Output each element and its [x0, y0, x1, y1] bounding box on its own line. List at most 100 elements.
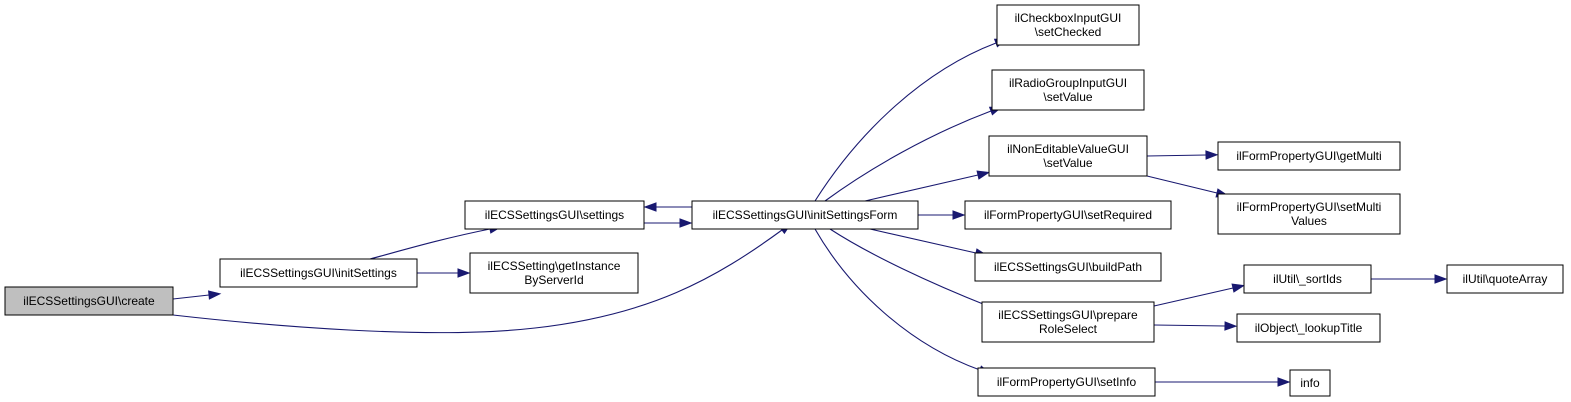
node-box — [991, 69, 1145, 111]
edge-settings-to-initSettingsForm — [644, 218, 693, 228]
node-label: ilECSSettingsGUI\create — [23, 294, 155, 308]
edge-line — [172, 229, 783, 334]
node-box — [691, 200, 919, 230]
node-label: ilECSSettingsGUI\settings — [485, 208, 624, 222]
edge-initSettingsForm-to-setChecked — [814, 38, 1008, 202]
node-label: ilECSSetting\getInstance — [488, 259, 621, 273]
node-label: ilCheckboxInputGUI — [1015, 11, 1122, 25]
edge-line — [869, 228, 977, 254]
node-box — [469, 252, 639, 294]
node-box — [1217, 193, 1401, 235]
edge-nonEditSetValue-to-setMultiValues — [1146, 175, 1230, 198]
node-build-path[interactable]: ilECSSettingsGUI\buildPath — [974, 252, 1162, 282]
node-radio-set-value[interactable]: ilRadioGroupInputGUI\setValue — [991, 69, 1145, 111]
node-box — [1217, 141, 1401, 171]
edge-arrowhead — [1224, 321, 1238, 331]
node-box — [974, 252, 1162, 282]
node-label: ilECSSettingsGUI\buildPath — [994, 260, 1142, 274]
node-create: ilECSSettingsGUI\create — [4, 286, 174, 316]
node-label: ilECSSettingsGUI\initSettingsForm — [713, 208, 898, 222]
edge-arrowhead — [1434, 274, 1448, 284]
node-label: ilNonEditableValueGUI — [1007, 142, 1129, 156]
edge-prepareRoleSelect-to-sortIds — [1153, 283, 1246, 307]
node-label: ByServerId — [524, 273, 583, 287]
edge-arrowhead — [1277, 377, 1291, 387]
node-label: ilFormPropertyGUI\setInfo — [997, 375, 1137, 389]
node-non-editable-set-value[interactable]: ilNonEditableValueGUI\setValue — [988, 135, 1148, 177]
node-label: ilFormPropertyGUI\getMulti — [1236, 149, 1381, 163]
edge-initSettingsForm-to-buildPath — [869, 228, 989, 258]
edge-line — [864, 174, 979, 202]
edge-initSettingsForm-to-nonEditSetValue — [864, 170, 991, 202]
edge-line — [824, 110, 992, 202]
node-box — [464, 200, 645, 230]
node-box — [1236, 313, 1381, 343]
node-box — [1289, 369, 1331, 397]
node-info[interactable]: info — [1289, 369, 1331, 397]
node-box — [988, 135, 1148, 177]
node-get-multi[interactable]: ilFormPropertyGUI\getMulti — [1217, 141, 1401, 171]
edge-line — [369, 228, 491, 260]
node-label: ilUtil\quoteArray — [1463, 272, 1548, 286]
edge-arrowhead — [952, 210, 966, 220]
edge-line — [172, 294, 210, 300]
edge-initSettingsForm-to-prepareRoleSelect — [829, 228, 1000, 311]
edge-initSettingsForm-to-radioSetValue — [824, 106, 1003, 202]
edge-create-to-initSettings — [172, 290, 222, 300]
node-label: ilUtil\_sortIds — [1273, 272, 1342, 286]
node-label: info — [1300, 376, 1320, 390]
edge-line — [1146, 175, 1218, 194]
node-label: \setValue — [1043, 90, 1092, 104]
node-set-required[interactable]: ilFormPropertyGUI\setRequired — [964, 200, 1172, 230]
edge-line — [814, 42, 997, 202]
node-label: ilECSSettingsGUI\prepare — [998, 308, 1138, 322]
edge-initSettingsForm-to-setRequired — [918, 210, 966, 220]
node-label: ilFormPropertyGUI\setMulti — [1237, 200, 1382, 214]
edge-nonEditSetValue-to-getMulti — [1146, 150, 1219, 160]
node-label: \setChecked — [1035, 25, 1102, 39]
node-box — [981, 301, 1155, 343]
node-lookup-title[interactable]: ilObject\_lookupTitle — [1236, 313, 1381, 343]
edge-line — [829, 228, 989, 307]
edge-arrowhead — [457, 268, 471, 278]
edge-line — [814, 228, 981, 371]
node-box — [964, 200, 1172, 230]
node-settings[interactable]: ilECSSettingsGUI\settings — [464, 200, 645, 230]
edge-arrowhead — [643, 202, 657, 212]
node-init-settings[interactable]: ilECSSettingsGUI\initSettings — [219, 258, 418, 288]
edge-prepareRoleSelect-to-lookupTitle — [1153, 321, 1238, 331]
node-init-settings-form[interactable]: ilECSSettingsGUI\initSettingsForm — [691, 200, 919, 230]
node-label: ilObject\_lookupTitle — [1255, 321, 1363, 335]
node-quote-array[interactable]: ilUtil\quoteArray — [1446, 264, 1564, 294]
edge-arrowhead — [208, 290, 222, 300]
edge-line — [1146, 154, 1207, 157]
node-label: Values — [1291, 214, 1327, 228]
node-label: ilECSSettingsGUI\initSettings — [240, 266, 397, 280]
node-box — [4, 286, 174, 316]
edge-line — [1153, 287, 1234, 307]
node-label: \setValue — [1043, 156, 1092, 170]
node-sort-ids[interactable]: ilUtil\_sortIds — [1243, 264, 1372, 294]
node-box — [996, 4, 1140, 46]
nodes-layer: ilECSSettingsGUI\create ilECSSettingsGUI\… — [4, 4, 1564, 397]
edge-initSettings-to-getInstance — [417, 268, 471, 278]
edge-arrowhead — [1231, 283, 1246, 293]
edge-sortIds-to-quoteArray — [1371, 274, 1448, 284]
node-label: ilRadioGroupInputGUI — [1009, 76, 1127, 90]
edge-initSettingsForm-to-settings — [643, 202, 692, 212]
edge-arrowhead — [679, 218, 693, 228]
node-set-checked[interactable]: ilCheckboxInputGUI\setChecked — [996, 4, 1140, 46]
edge-setInfo-to-info — [1155, 377, 1291, 387]
node-label: RoleSelect — [1039, 322, 1098, 336]
node-box — [1446, 264, 1564, 294]
edge-arrowhead — [976, 170, 991, 180]
node-set-info[interactable]: ilFormPropertyGUI\setInfo — [977, 367, 1156, 397]
edge-line — [1153, 324, 1226, 327]
node-label: ilFormPropertyGUI\setRequired — [984, 208, 1152, 222]
node-box — [219, 258, 418, 288]
node-box — [1243, 264, 1372, 294]
